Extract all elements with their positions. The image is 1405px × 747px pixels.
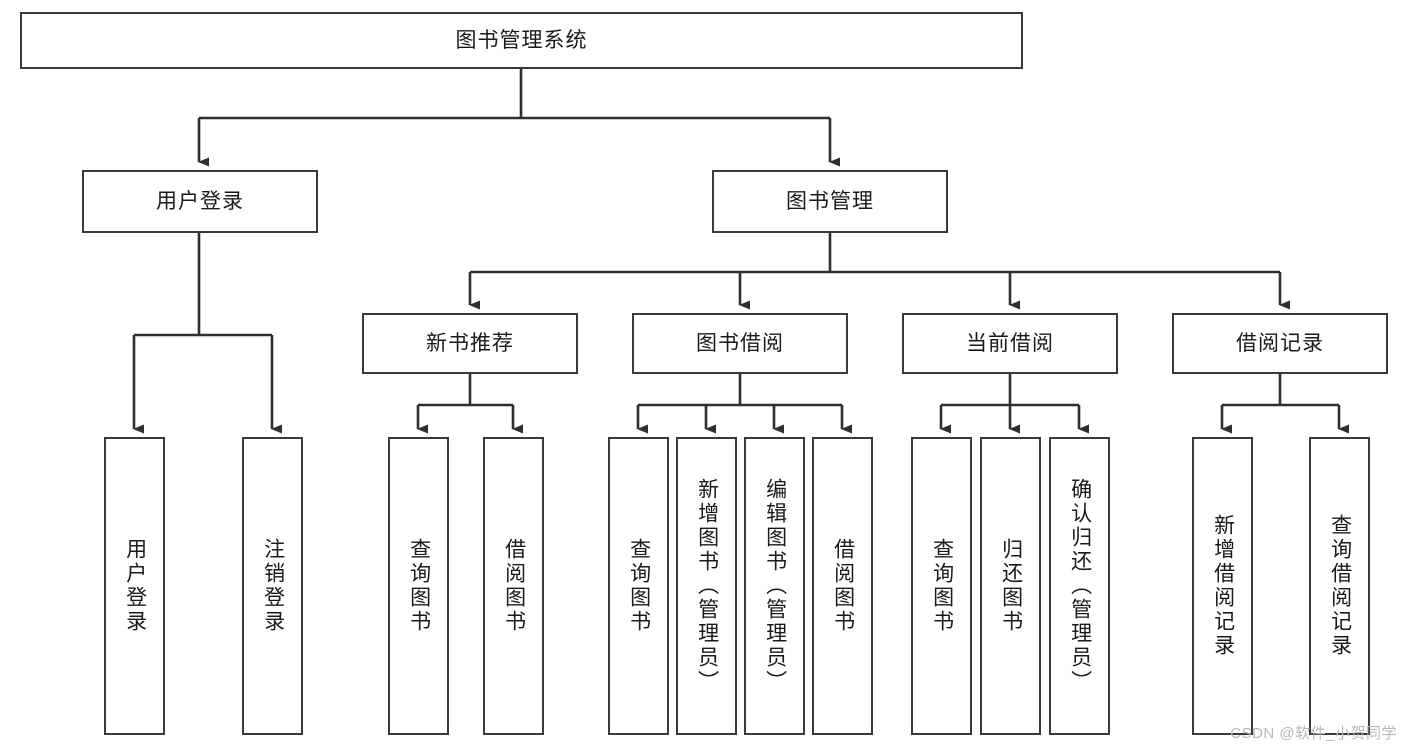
leaf-add-borrow-record[interactable]: 新增借阅记录 <box>1192 437 1253 735</box>
leaf-query-book-current[interactable]: 查询图书 <box>911 437 972 735</box>
node-root-book-management-system[interactable]: 图书管理系统 <box>20 12 1023 69</box>
node-current-borrow[interactable]: 当前借阅 <box>902 313 1118 374</box>
leaf-return-book[interactable]: 归还图书 <box>980 437 1041 735</box>
node-borrow-record[interactable]: 借阅记录 <box>1172 313 1388 374</box>
node-new-book-recommend[interactable]: 新书推荐 <box>362 313 578 374</box>
leaf-add-book-admin[interactable]: 新增图书（管理员） <box>676 437 737 735</box>
node-user-login[interactable]: 用户登录 <box>82 170 318 233</box>
leaf-borrow-book[interactable]: 借阅图书 <box>812 437 873 735</box>
leaf-edit-book-admin[interactable]: 编辑图书（管理员） <box>744 437 805 735</box>
leaf-query-book-borrow[interactable]: 查询图书 <box>608 437 669 735</box>
leaf-confirm-return-admin[interactable]: 确认归还（管理员） <box>1049 437 1110 735</box>
csdn-watermark: CSDN @软件_小贺同学 <box>1230 725 1397 742</box>
leaf-user-login[interactable]: 用户登录 <box>104 437 165 735</box>
leaf-borrow-book-recommend[interactable]: 借阅图书 <box>483 437 544 735</box>
node-book-management[interactable]: 图书管理 <box>712 170 948 233</box>
leaf-logout-login[interactable]: 注销登录 <box>242 437 303 735</box>
node-book-borrow[interactable]: 图书借阅 <box>632 313 848 374</box>
leaf-query-book-recommend[interactable]: 查询图书 <box>388 437 449 735</box>
leaf-query-borrow-record[interactable]: 查询借阅记录 <box>1309 437 1370 735</box>
